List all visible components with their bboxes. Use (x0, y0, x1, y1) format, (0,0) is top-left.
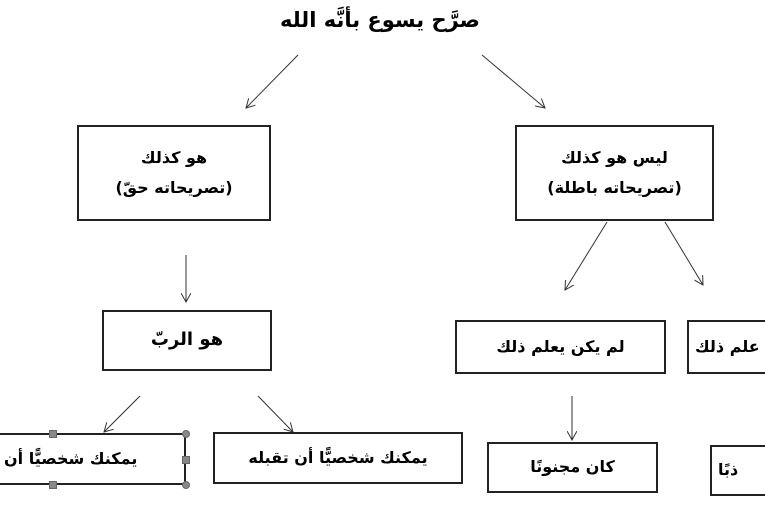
resize-handle-bottom[interactable] (49, 481, 57, 489)
box-true-claim-line2: (تصريحاته حقّ) (115, 178, 233, 197)
arrow-title-to-false (481, 54, 545, 108)
box-true-claim: هو كذلك (تصريحاته حقّ) (77, 125, 271, 221)
box-reject[interactable]: يمكنك شخصيًّا أن (0, 433, 186, 485)
resize-handle-top-right[interactable] (182, 430, 190, 438)
box-true-claim-line1: هو كذلك (140, 147, 208, 167)
box-liar: ذبًا (710, 445, 765, 496)
box-false-claim: ليس هو كذلك (تصريحاته باطلة) (515, 125, 714, 221)
arrow-title-to-true (246, 54, 299, 108)
box-lord: هو الربّ (102, 310, 272, 371)
resize-handle-right[interactable] (182, 456, 190, 464)
resize-handle-top[interactable] (49, 430, 57, 438)
arrow-lord-to-reject (104, 395, 141, 432)
resize-handle-bottom-right[interactable] (182, 481, 190, 489)
box-didnt-know: لم يكن يعلم ذلك (455, 320, 666, 374)
box-crazy: كان مجنونًا (487, 442, 658, 493)
box-false-claim-line1: ليس هو كذلك (561, 147, 668, 167)
arrow-false-to-knew (664, 221, 703, 285)
arrow-lord-to-accept (257, 395, 293, 432)
box-accept: يمكنك شخصيًّا أن تقبله (213, 432, 463, 484)
box-false-claim-line2: (تصريحاته باطلة) (547, 178, 682, 197)
arrow-false-to-didnt-know (565, 221, 608, 290)
box-knew: علم ذلك (687, 320, 765, 374)
diagram-title: صرَّح يسوع بأنَّه الله (280, 8, 480, 32)
